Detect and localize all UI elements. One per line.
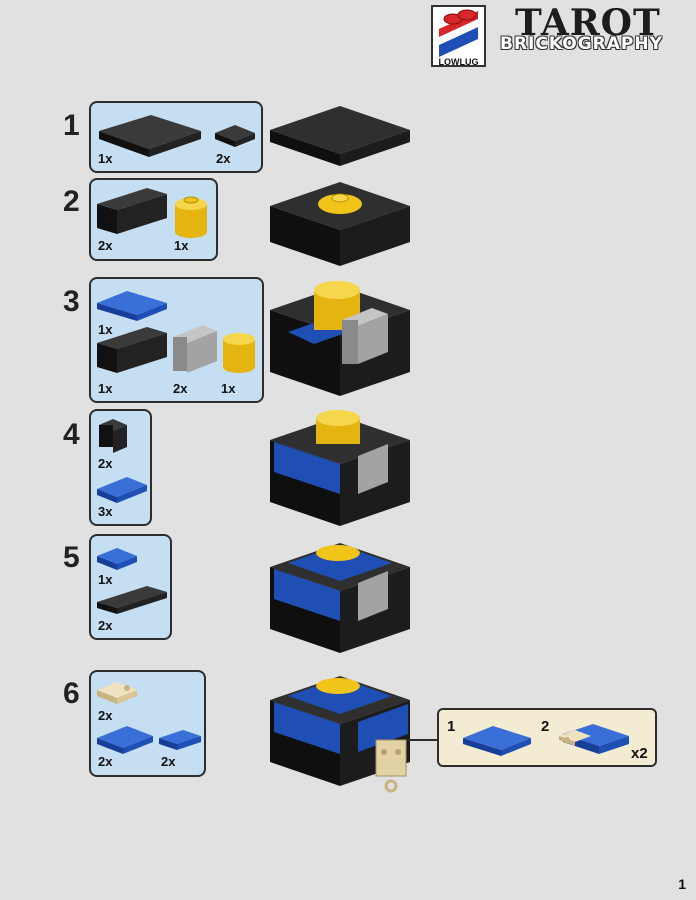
step-2-part-1-qty: 2x [98,238,113,253]
step-6-number: 6 [63,677,80,710]
step-4-assembly-icon [270,410,410,526]
brand-title: TAROT [515,2,661,44]
step-6-parts-icon [97,682,201,754]
callout-substep-1-number: 1 [447,718,456,735]
subassembly-callout: 1 2 x2 [437,708,657,767]
lowlug-logo-text: LOWLUG [438,57,479,67]
step-6-parts-panel: 2x 2x 2x [89,670,206,777]
step-5-part-1-qty: 1x [98,572,113,587]
lowlug-logo-icon [431,5,486,67]
step-3-part-2-qty: 1x [98,381,113,396]
step-3-assembly-icon [270,281,410,396]
step-3-number: 3 [63,285,80,318]
callout-substep-1-icon [463,726,531,756]
step-4-part-1-qty: 2x [98,456,113,471]
step-5-number: 5 [63,541,80,574]
callout-multiplier: x2 [631,745,648,762]
step-5-parts-panel: 1x 2x [89,534,172,640]
step-1-parts-panel: 1x 2x [89,101,263,173]
step-6-part-1-qty: 2x [98,708,113,723]
step-2-assembly-icon [270,182,410,266]
step-1-part-1-qty: 1x [98,151,113,166]
step-4-parts-panel: 2x 3x [89,409,152,526]
page-number: 1 [678,876,686,892]
step-3-part-3-qty: 2x [173,381,188,396]
step-1-number: 1 [63,109,80,142]
step-1-assembly-icon [270,106,410,166]
step-3-part-4-qty: 1x [221,381,236,396]
step-2-parts-panel: 2x 1x [89,178,218,261]
step-5-part-2-qty: 2x [98,618,113,633]
step-3-parts-icon [97,291,255,373]
lowlug-logo: LOWLUG [431,5,486,67]
step-6-part-2-qty: 2x [98,754,113,769]
step-1-part-2-qty: 2x [216,151,231,166]
callout-connector-line [408,739,438,741]
step-1-parts-icon [99,115,255,157]
step-2-number: 2 [63,185,80,218]
step-6-assembly-icon [270,676,410,793]
callout-substep-2-icon [559,724,629,754]
step-4-parts-icon [97,419,147,503]
step-6-part-3-qty: 2x [161,754,176,769]
step-3-part-1-qty: 1x [98,322,113,337]
brand-subtitle: BRICKOGRAPHY [500,34,663,54]
step-4-part-2-qty: 3x [98,504,113,519]
step-2-parts-icon [97,188,207,238]
step-5-parts-icon [97,548,167,614]
step-5-assembly-icon [270,543,410,653]
step-3-parts-panel: 1x 1x 2x 1x [89,277,264,403]
step-4-number: 4 [63,418,80,451]
step-2-part-2-qty: 1x [174,238,189,253]
callout-substep-2-number: 2 [541,718,550,735]
